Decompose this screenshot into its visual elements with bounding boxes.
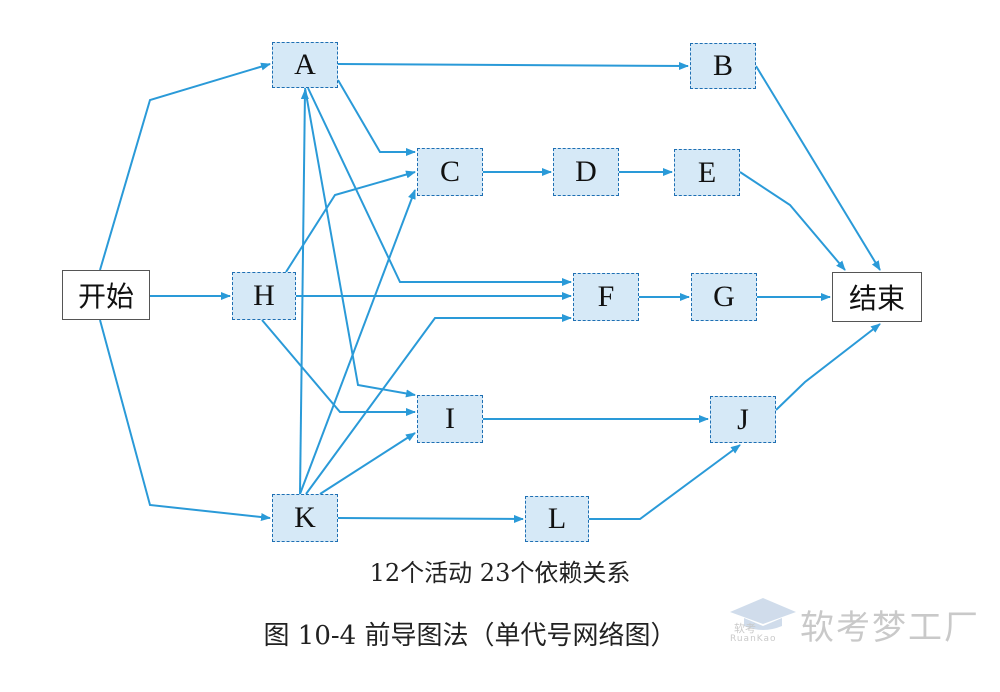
node-B: B — [690, 43, 756, 89]
edge-A-C — [337, 79, 416, 156]
edge-A-B — [337, 61, 689, 70]
node-D: D — [553, 148, 619, 196]
node-end: 结束 — [832, 272, 922, 322]
graduation-cap-icon — [730, 598, 796, 630]
node-J: J — [710, 396, 776, 443]
edge-E-end — [739, 171, 846, 271]
edge-K-L — [337, 514, 524, 523]
node-L: L — [525, 496, 589, 542]
node-H: H — [232, 272, 296, 320]
edge-K-I — [319, 432, 416, 495]
watermark-text: 软考梦工厂 — [800, 608, 980, 648]
edge-start-A — [99, 62, 271, 271]
edge-K-F — [305, 314, 572, 495]
watermark-logo: 软考 RuanKao 软考梦工厂 — [728, 594, 988, 654]
edge-H-C — [285, 170, 416, 273]
edge-K-A — [299, 89, 309, 495]
node-start: 开始 — [62, 270, 150, 320]
edge-H-I — [261, 319, 416, 416]
node-A: A — [272, 42, 338, 88]
edge-start-K — [99, 319, 271, 522]
edge-J-end — [775, 323, 881, 411]
node-E: E — [674, 149, 740, 196]
node-C: C — [417, 148, 483, 196]
dependency-arrows — [99, 61, 881, 523]
edge-A-F — [307, 87, 572, 286]
figure-title: 图 10-4 前导图法（单代号网络图） — [263, 621, 677, 651]
edge-L-J — [589, 444, 741, 520]
node-I: I — [417, 395, 483, 443]
edge-A-I — [304, 87, 416, 398]
node-G: G — [691, 273, 757, 321]
node-F: F — [573, 273, 639, 321]
watermark-small-cn: 软考 — [734, 622, 756, 635]
edge-K-C — [299, 189, 416, 495]
edge-B-end — [755, 65, 881, 271]
node-K: K — [272, 494, 338, 542]
diagram-subtitle: 12个活动 23个依赖关系 — [369, 559, 631, 587]
watermark-small-en: RuanKao — [730, 634, 777, 644]
